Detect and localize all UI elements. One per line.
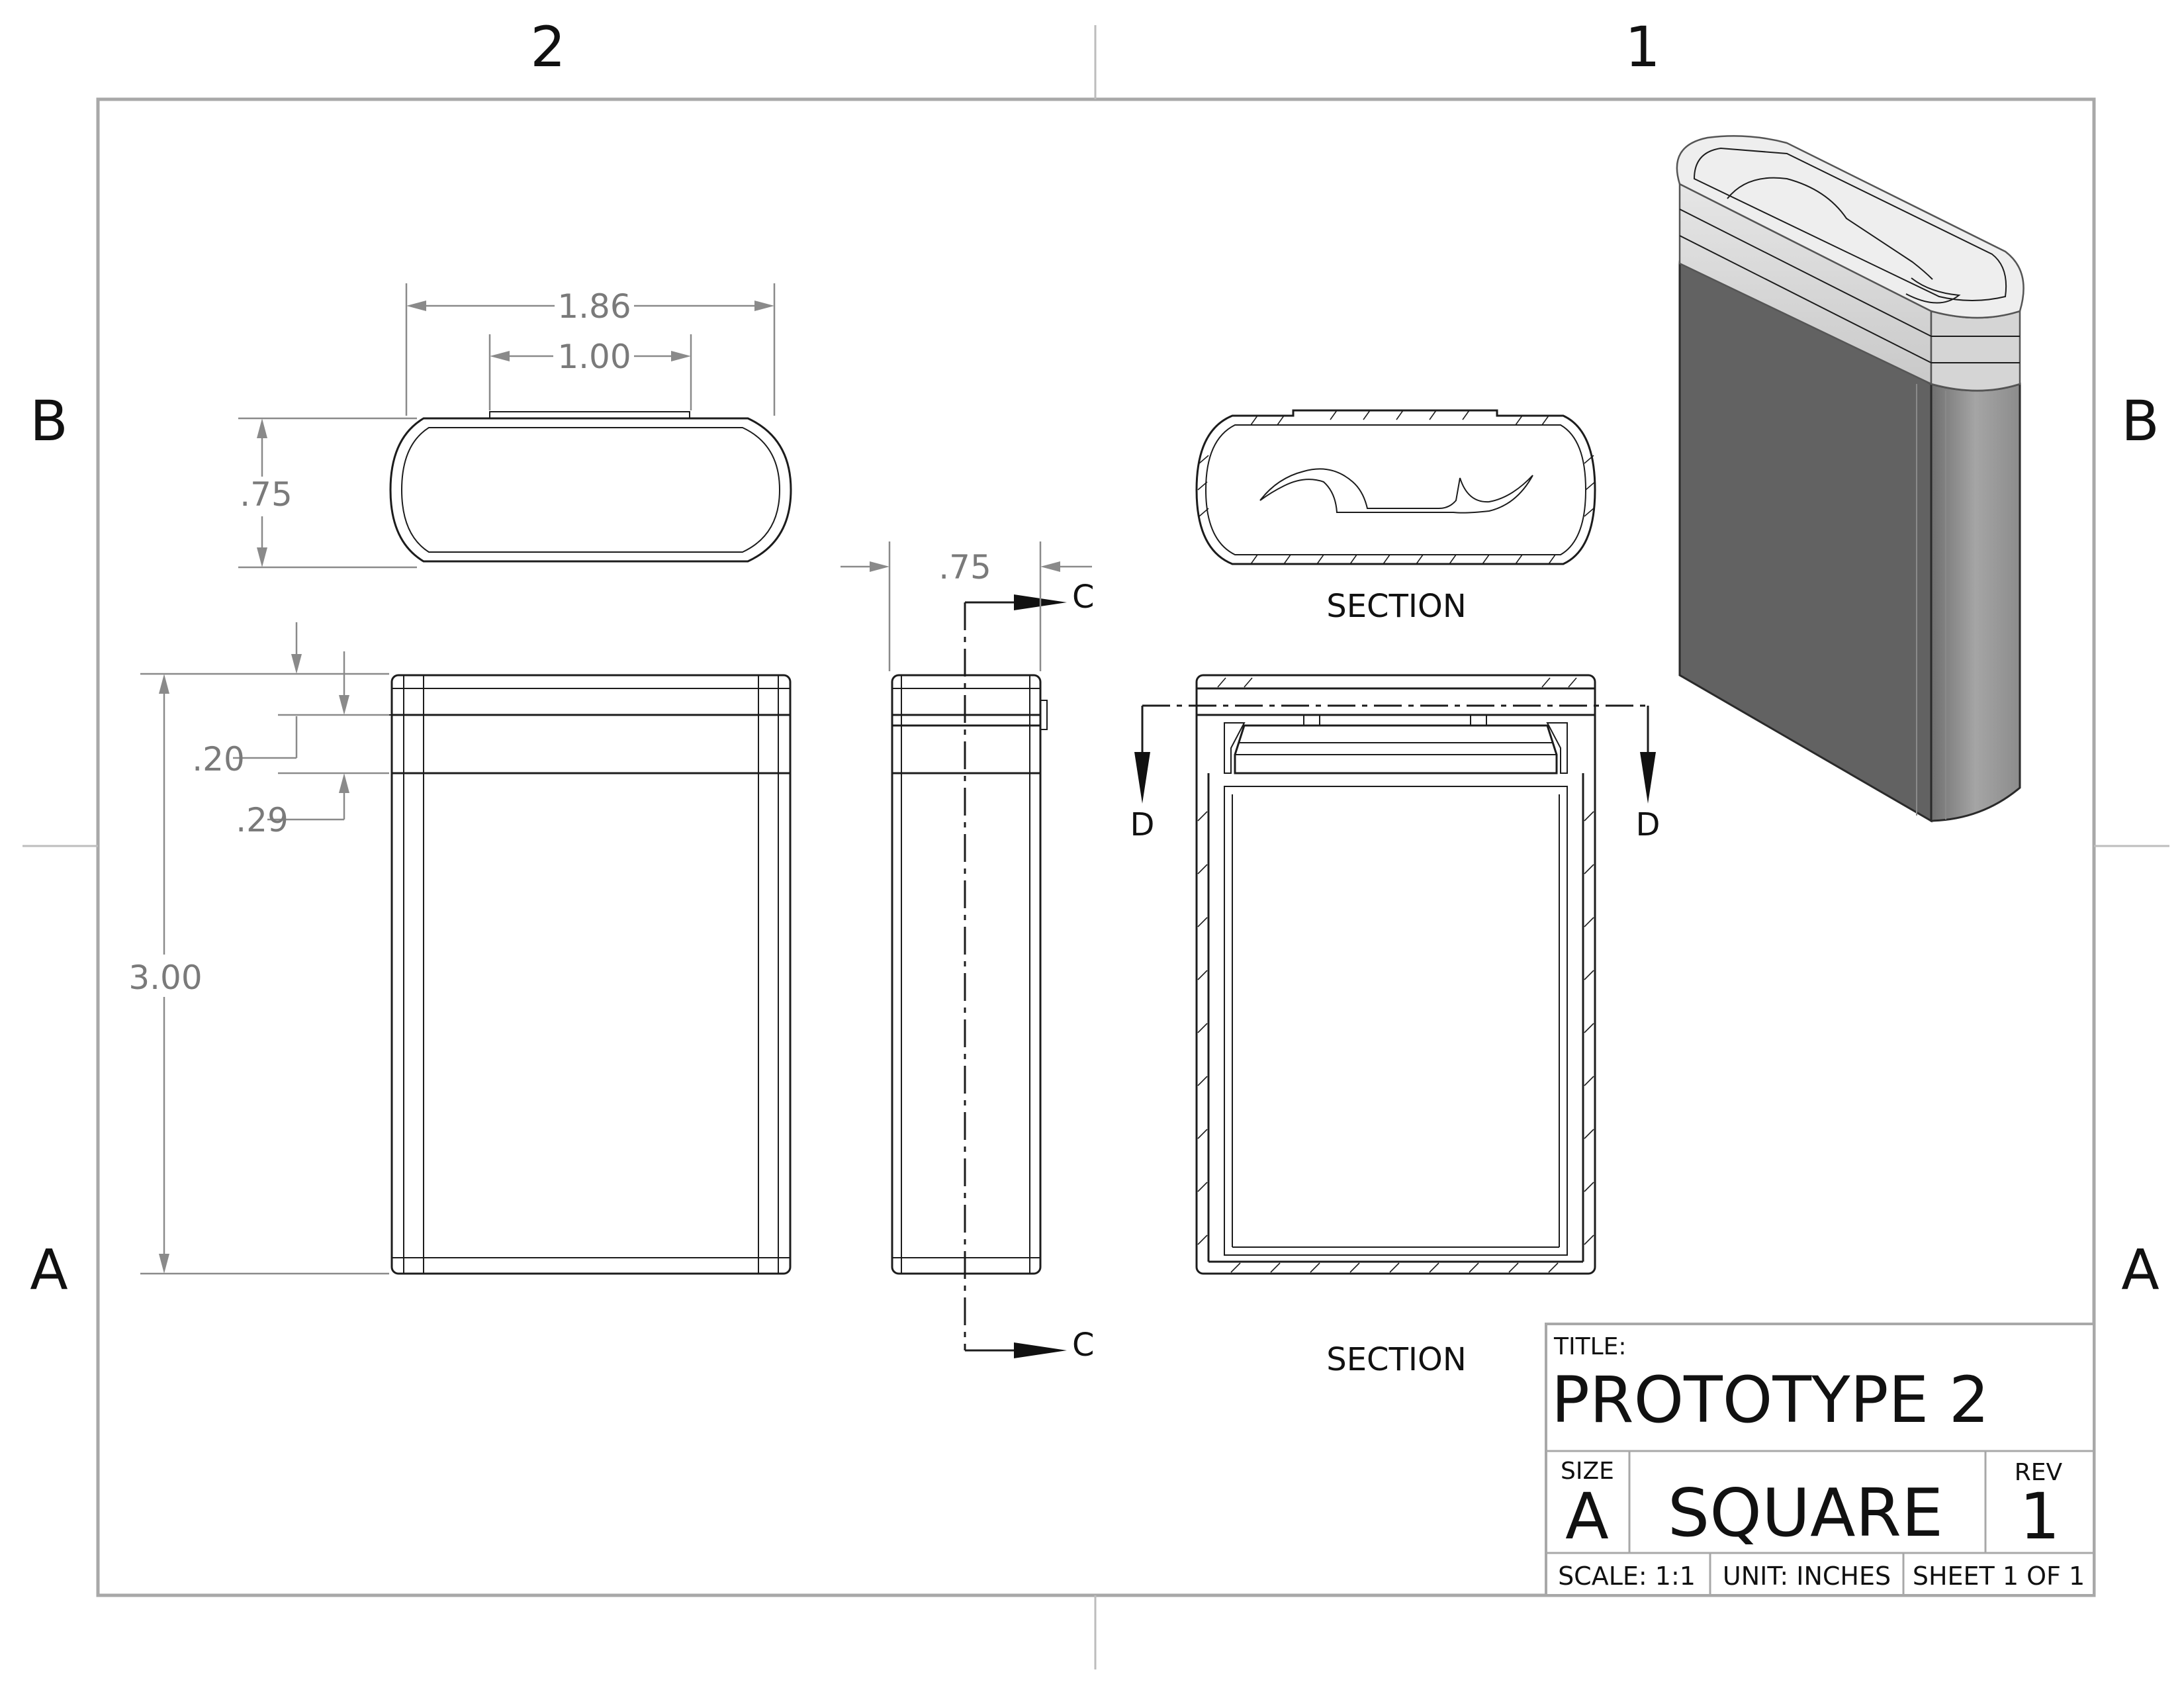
top-view [389, 411, 792, 563]
zone-row-top-left: B [30, 389, 68, 453]
revision: 1 [2019, 1479, 2060, 1554]
dim-lid-b: .29 [236, 801, 289, 839]
side-view [891, 594, 1067, 1358]
sheet-number: SHEET 1 OF 1 [1913, 1562, 2085, 1591]
dim-height: 3.00 [128, 959, 202, 997]
zone-row-bottom-right: A [2121, 1237, 2159, 1302]
section-c-view [1134, 674, 1656, 1275]
part-name: SQUARE [1668, 1474, 1943, 1552]
section-c-hatch [1197, 677, 1594, 1273]
sheet-border [23, 25, 2169, 1669]
size-label: SIZE [1561, 1458, 1614, 1485]
dim-side-depth: .75 [938, 548, 991, 586]
zone-col-right: 1 [1625, 15, 1660, 79]
zone-col-left: 2 [530, 15, 565, 79]
zone-row-bottom-left: A [30, 1237, 68, 1302]
top-view-dimensions [238, 283, 776, 569]
zone-row-top-right: B [2121, 389, 2160, 453]
dim-top-inner: 1.00 [557, 338, 631, 376]
dim-top-depth: .75 [240, 475, 293, 514]
section-mark-c-top: C [1072, 579, 1095, 616]
drawing-title: PROTOTYPE 2 [1551, 1363, 1989, 1437]
unit-label: UNIT: INCHES [1723, 1562, 1891, 1591]
front-view [385, 674, 792, 1275]
dim-lid-a: .20 [192, 740, 245, 778]
section-d-view [1195, 409, 1596, 565]
scale-label: SCALE: 1:1 [1558, 1562, 1696, 1591]
side-view-dimensions [841, 541, 1092, 671]
title-label: TITLE: [1553, 1333, 1627, 1360]
section-mark-d-right: D [1636, 806, 1661, 843]
rev-label: REV [2015, 1459, 2063, 1486]
front-view-dimensions [140, 622, 389, 1275]
section-mark-d-left: D [1130, 806, 1155, 843]
section-mark-c-bottom: C [1072, 1327, 1095, 1364]
section-caption-bottom: SECTION [1326, 1341, 1466, 1378]
isometric-view [1676, 135, 2025, 823]
sheet-size: A [1565, 1479, 1609, 1554]
dim-top-width: 1.86 [557, 287, 631, 326]
title-block [1545, 1323, 2095, 1597]
section-d-hatch [1197, 410, 1596, 565]
section-caption-top: SECTION [1326, 588, 1466, 625]
